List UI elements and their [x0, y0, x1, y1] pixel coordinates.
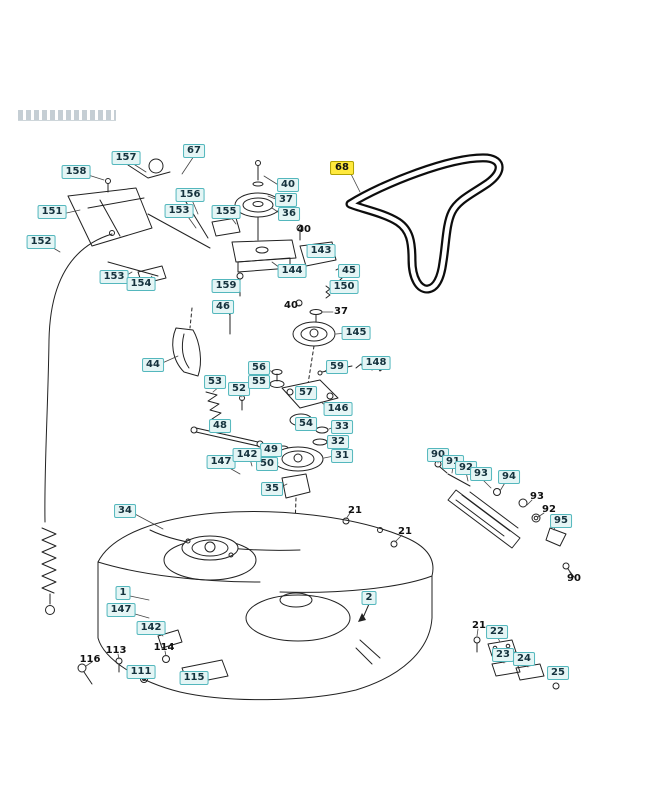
part-label-150[interactable]: 150 [329, 280, 359, 294]
part-label-94[interactable]: 94 [498, 470, 520, 484]
part-label-155[interactable]: 155 [211, 205, 241, 219]
part-label-55[interactable]: 55 [248, 375, 270, 389]
part-label-31[interactable]: 31 [331, 449, 353, 463]
part-label-158[interactable]: 158 [61, 165, 91, 179]
part-label-93[interactable]: 93 [470, 467, 492, 481]
part-label-111[interactable]: 111 [126, 665, 156, 679]
part-label-146[interactable]: 146 [323, 402, 353, 416]
part-label-147[interactable]: 147 [206, 455, 236, 469]
part-label-40[interactable]: 40 [297, 224, 311, 235]
part-label-22[interactable]: 22 [486, 625, 508, 639]
part-label-142[interactable]: 142 [232, 448, 262, 462]
part-label-143[interactable]: 143 [306, 244, 336, 258]
part-label-21[interactable]: 21 [398, 526, 412, 537]
part-label-1[interactable]: 1 [115, 586, 131, 600]
pointer-arrow-art [358, 603, 370, 622]
part-label-2[interactable]: 2 [361, 591, 377, 605]
part-label-24[interactable]: 24 [513, 652, 535, 666]
part-label-44[interactable]: 44 [142, 358, 164, 372]
cable-spring-art [41, 230, 115, 615]
part-label-57[interactable]: 57 [295, 386, 317, 400]
part-label-151[interactable]: 151 [37, 205, 67, 219]
part-label-21[interactable]: 21 [348, 505, 362, 516]
part-label-53[interactable]: 53 [204, 375, 226, 389]
part-label-156[interactable]: 156 [175, 188, 205, 202]
part-label-36[interactable]: 36 [278, 207, 300, 221]
part-label-154[interactable]: 154 [126, 277, 156, 291]
part-label-37[interactable]: 37 [275, 193, 297, 207]
part-label-90[interactable]: 90 [567, 573, 581, 584]
part-label-32[interactable]: 32 [327, 435, 349, 449]
mid-pulley-assembly-art [292, 299, 336, 385]
illegible-model-text [18, 110, 116, 121]
part-label-92[interactable]: 92 [542, 504, 556, 515]
part-label-93[interactable]: 93 [530, 491, 544, 502]
part-label-115[interactable]: 115 [179, 671, 209, 685]
part-label-159[interactable]: 159 [211, 279, 241, 293]
part-label-33[interactable]: 33 [331, 420, 353, 434]
part-label-25[interactable]: 25 [547, 666, 569, 680]
v-belt-art [345, 153, 504, 294]
idler-lever-assembly-art [67, 158, 241, 285]
part-label-68-highlighted[interactable]: 68 [330, 161, 354, 175]
part-label-157[interactable]: 157 [111, 151, 141, 165]
part-label-49[interactable]: 49 [260, 443, 282, 457]
part-label-116[interactable]: 116 [79, 654, 101, 665]
part-label-144[interactable]: 144 [277, 264, 307, 278]
part-label-35[interactable]: 35 [261, 482, 283, 496]
part-label-153[interactable]: 153 [99, 270, 129, 284]
part-label-59[interactable]: 59 [326, 360, 348, 374]
part-label-52[interactable]: 52 [228, 382, 250, 396]
part-label-114[interactable]: 114 [153, 642, 175, 653]
part-label-54[interactable]: 54 [295, 417, 317, 431]
part-label-95[interactable]: 95 [550, 514, 572, 528]
part-label-152[interactable]: 152 [26, 235, 56, 249]
part-label-40[interactable]: 40 [277, 178, 299, 192]
part-label-40[interactable]: 40 [284, 300, 298, 311]
part-label-148[interactable]: 148 [361, 356, 391, 370]
part-label-153[interactable]: 153 [164, 204, 194, 218]
mandrel-guard-art [172, 307, 233, 377]
part-label-46[interactable]: 46 [212, 300, 234, 314]
part-label-37[interactable]: 37 [334, 306, 348, 317]
part-label-48[interactable]: 48 [209, 419, 231, 433]
part-label-145[interactable]: 145 [341, 326, 371, 340]
part-label-67[interactable]: 67 [183, 144, 205, 158]
part-label-147[interactable]: 147 [106, 603, 136, 617]
part-label-56[interactable]: 56 [248, 361, 270, 375]
mower-deck-art [97, 511, 434, 701]
roller-assembly-art [434, 460, 575, 578]
part-label-34[interactable]: 34 [114, 504, 136, 518]
part-label-142[interactable]: 142 [136, 621, 166, 635]
part-label-50[interactable]: 50 [256, 457, 278, 471]
part-label-45[interactable]: 45 [338, 264, 360, 278]
part-label-21[interactable]: 21 [472, 620, 486, 631]
part-label-23[interactable]: 23 [492, 648, 514, 662]
part-label-113[interactable]: 113 [105, 645, 127, 656]
